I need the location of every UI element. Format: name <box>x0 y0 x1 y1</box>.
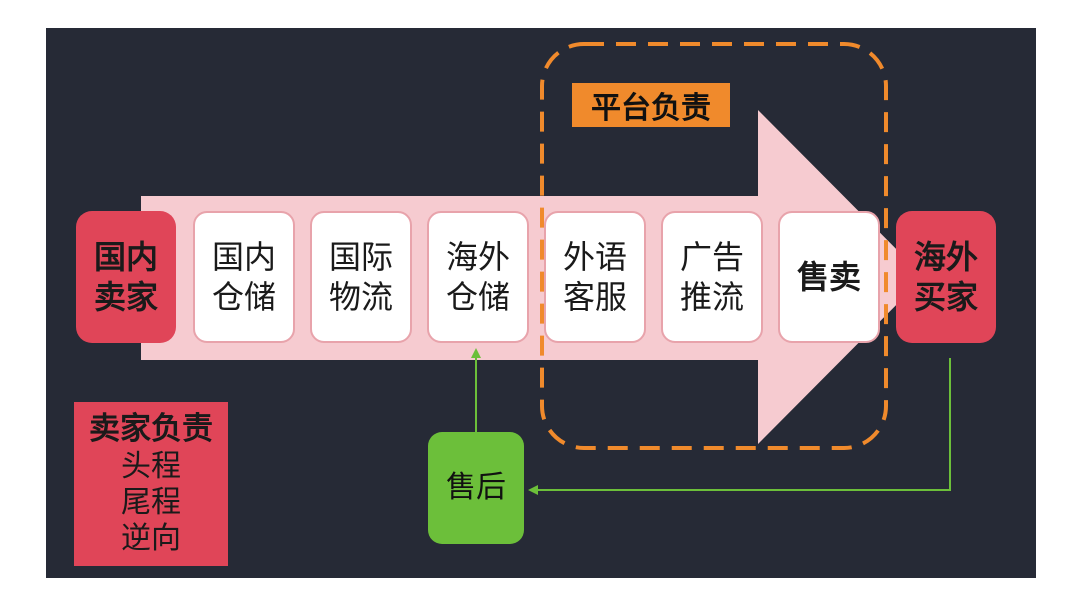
buyer-to-after-sales-connector <box>528 358 951 495</box>
flow-diagram: 国内 卖家 国内 仓储 国际 物流 海外 仓储 外语 客服 广告 推流 售卖 海… <box>46 28 1036 578</box>
step-international-logistics: 国际 物流 <box>310 211 412 343</box>
step-overseas-warehouse: 海外 仓储 <box>427 211 529 343</box>
step-domestic-warehouse: 国内 仓储 <box>193 211 295 343</box>
seller-item-reverse-logistics: 逆向 <box>121 520 181 556</box>
diagram-shapes <box>141 42 951 495</box>
seller-responsibility-title: 卖家负责 <box>89 411 213 448</box>
seller-item-last-leg: 尾程 <box>121 484 181 520</box>
domestic-seller-box: 国内 卖家 <box>76 211 176 343</box>
flow-arrow <box>141 110 924 444</box>
platform-dashed-border <box>540 42 888 450</box>
overseas-buyer-box: 海外 买家 <box>896 211 996 343</box>
step-ad-promotion: 广告 推流 <box>661 211 763 343</box>
seller-responsibility-box: 卖家负责 头程 尾程 逆向 <box>74 402 228 566</box>
step-sales: 售卖 <box>778 211 880 343</box>
step-foreign-language-service: 外语 客服 <box>544 211 646 343</box>
seller-item-first-leg: 头程 <box>121 448 181 484</box>
after-sales-box: 售后 <box>428 432 524 544</box>
platform-responsibility-label: 平台负责 <box>572 83 730 127</box>
